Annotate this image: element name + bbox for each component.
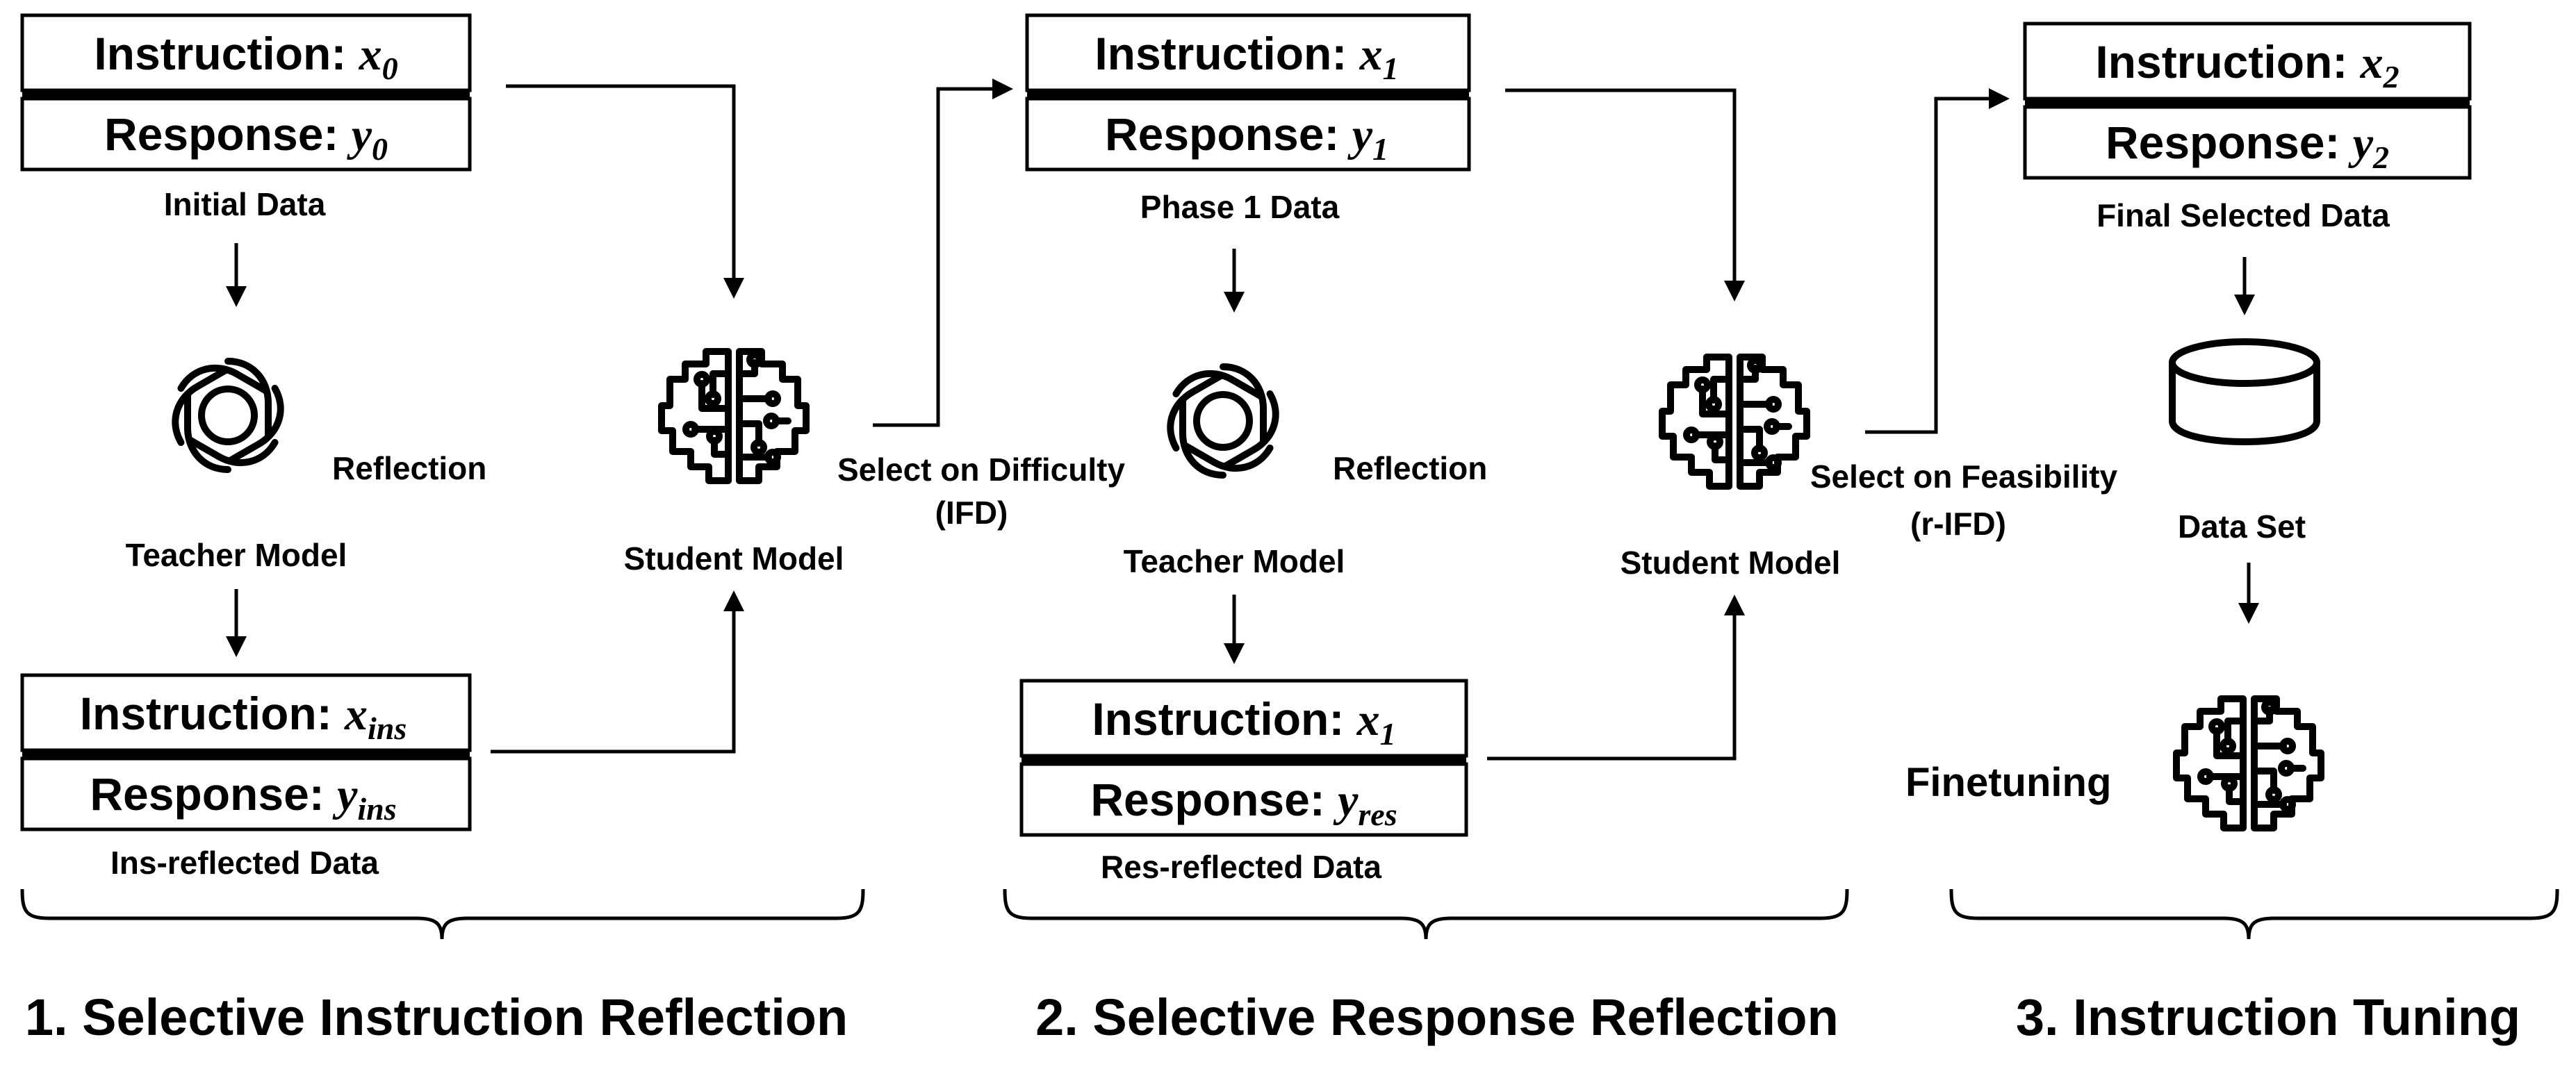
- section-3-brace: [1949, 888, 2559, 940]
- openai-knot-icon: [1156, 359, 1290, 483]
- student-model-label: Student Model: [624, 540, 844, 577]
- instruction-label: Instruction: x1: [1092, 693, 1395, 752]
- brain-circuit-icon: [662, 351, 806, 481]
- student-model-label: Student Model: [1621, 545, 1841, 581]
- select-difficulty-sublabel: (IFD): [935, 495, 1008, 531]
- teacher-model-label: Teacher Model: [126, 537, 347, 573]
- instruction-label: Instruction: xins: [80, 688, 407, 746]
- teacher-model-label: Teacher Model: [1124, 543, 1345, 579]
- response-label: Response: yins: [90, 768, 396, 827]
- instruction-label: Instruction: x0: [94, 28, 397, 86]
- section-2-brace: [1003, 888, 1849, 940]
- response-label: Response: y2: [2106, 117, 2389, 175]
- openai-knot-icon: [161, 354, 295, 477]
- res-reflected-data-block: Instruction: x1 Response: yres Res-refle…: [1019, 679, 1468, 885]
- instruction-label: Instruction: x2: [2095, 36, 2399, 94]
- section-3-title: 3. Instruction Tuning: [2016, 988, 2520, 1046]
- section-1-brace: [20, 888, 865, 940]
- arrow: [873, 78, 1013, 427]
- final-data-caption: Final Selected Data: [2097, 197, 2390, 233]
- reflection-label: Reflection: [1333, 450, 1487, 486]
- initial-data-block: Instruction: x0 Response: y0 Initial Dat…: [20, 13, 472, 222]
- arrow: [491, 590, 744, 754]
- arrow: [1505, 88, 1745, 301]
- section-1-title: 1. Selective Instruction Reflection: [25, 988, 848, 1046]
- response-label: Response: y0: [104, 108, 388, 167]
- select-feasibility-sublabel: (r-IFD): [1910, 506, 2006, 542]
- ins-reflected-data-block: Instruction: xins Response: yins Ins-ref…: [20, 673, 472, 881]
- reflection-label: Reflection: [332, 450, 486, 486]
- brain-circuit-icon: [1662, 357, 1807, 486]
- database-cylinder-icon: [2172, 342, 2317, 442]
- arrow: [1487, 595, 1745, 761]
- initial-data-caption: Initial Data: [164, 186, 326, 222]
- instruction-label: Instruction: x1: [1094, 28, 1398, 86]
- response-label: Response: yres: [1090, 774, 1397, 832]
- res-reflected-data-caption: Res-reflected Data: [1101, 849, 1381, 885]
- arrow: [1865, 88, 2010, 434]
- finetuning-label: Finetuning: [1905, 760, 2111, 805]
- response-label: Response: y1: [1105, 108, 1388, 167]
- ins-reflected-data-caption: Ins-reflected Data: [110, 845, 379, 881]
- final-data-block: Instruction: x2 Response: y2 Final Selec…: [2023, 22, 2472, 233]
- phase1-data-caption: Phase 1 Data: [1140, 189, 1340, 225]
- brain-circuit-icon: [2176, 699, 2321, 828]
- arrow: [506, 84, 744, 299]
- phase1-data-block: Instruction: x1 Response: y1 Phase 1 Dat…: [1025, 13, 1471, 225]
- data-set-label: Data Set: [2178, 508, 2306, 545]
- section-2-title: 2. Selective Response Reflection: [1035, 988, 1839, 1046]
- select-difficulty-label: Select on Difficulty: [837, 452, 1125, 488]
- select-feasibility-label: Select on Feasibility: [1810, 458, 2118, 495]
